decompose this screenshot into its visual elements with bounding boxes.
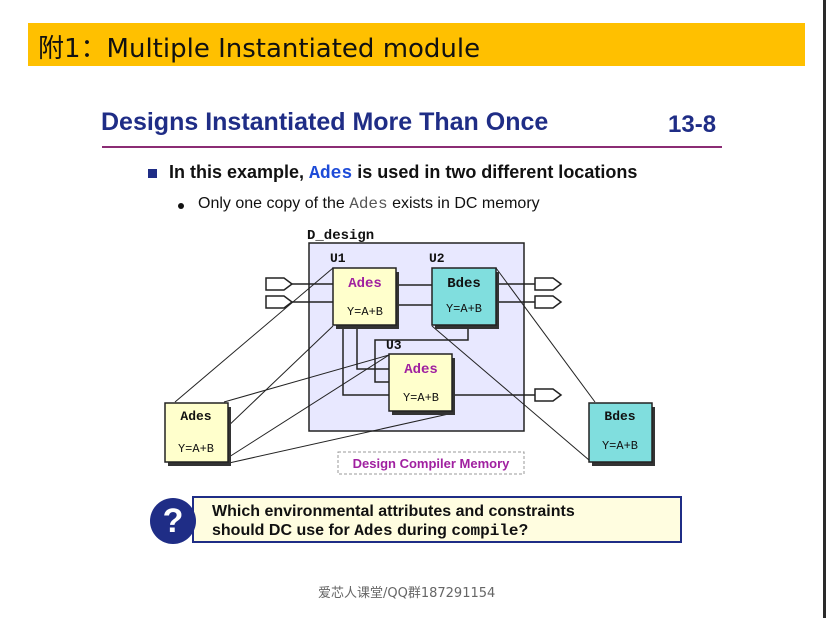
header-banner: 附1：Multiple Instantiated module [28,23,805,66]
bullet-2: Only one copy of the Ades exists in DC m… [198,195,540,213]
question-l2-c: ? [518,522,529,539]
question-line-2: should DC use for Ades during compile? [212,522,528,540]
slide-title: Designs Instantiated More Than Once [101,108,549,136]
u2-label: U2 [429,251,445,266]
bullet-1: In this example, Ades is used in two dif… [169,162,637,184]
slide-number: 13-8 [668,111,717,138]
u1-equation: Y=A+B [347,305,383,319]
instance-u3: Ades Y=A+B [388,353,455,415]
title-divider [102,146,722,148]
question-l2-code1: Ades [354,522,393,540]
memory-bdes: Bdes Y=A+B [588,402,655,466]
question-l2-code2: compile [451,522,519,540]
bullet-1-post: is used in two different locations [357,162,638,182]
d-design-label: D_design [307,228,374,244]
question-mark-icon: ? [150,498,196,544]
u1-label: U1 [330,251,346,266]
memory-ades-module: Ades [180,409,211,424]
instance-u2: Bdes Y=A+B [431,267,499,329]
watermark: 爱芯人课堂/QQ群187291154 [318,586,496,601]
memory-bdes-module: Bdes [604,409,635,424]
bullet-2-code: Ades [349,195,388,213]
u3-equation: Y=A+B [403,391,439,405]
u3-module: Ades [404,362,438,378]
memory-ades: Ades Y=A+B [164,402,231,466]
dot-bullet-icon [178,203,184,209]
internal-wires [290,283,535,396]
banner-title: 附1：Multiple Instantiated module [38,34,481,64]
output-port-icon [534,277,563,291]
memory-connectors [174,267,596,464]
bullet-2-pre: Only one copy of the [198,195,345,212]
u3-label: U3 [386,338,402,353]
output-port-icon [534,388,563,402]
u2-module: Bdes [447,276,481,292]
memory-ades-equation: Y=A+B [178,442,214,456]
bullet-1-pre: In this example, [169,162,305,182]
memory-bdes-equation: Y=A+B [602,439,638,453]
ports [265,277,563,402]
question-l2-b: during [397,522,447,539]
window-edge [823,0,826,618]
input-port-icon [265,295,294,309]
instance-u1: Ades Y=A+B [332,267,399,329]
question-line-1: Which environmental attributes and const… [212,503,575,520]
square-bullet-icon [148,169,157,178]
u1-module: Ades [348,276,382,292]
output-port-icon [534,295,563,309]
memory-box [337,451,525,475]
bullet-2-post: exists in DC memory [392,195,540,212]
memory-label: Design Compiler Memory [353,456,511,471]
question-box: Which environmental attributes and const… [192,496,682,543]
bullet-1-code: Ades [309,164,353,184]
input-port-icon [265,277,294,291]
question-l2-a: should DC use for [212,522,350,539]
u2-equation: Y=A+B [446,302,482,316]
